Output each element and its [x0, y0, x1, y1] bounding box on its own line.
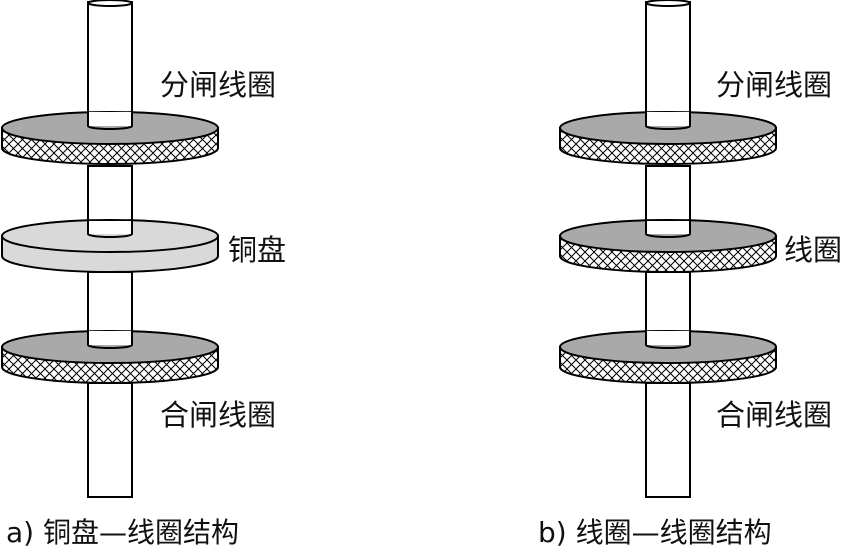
- panel-a-shaft-top: [87, 1, 133, 124]
- panel-b-opening-coil: [559, 111, 777, 165]
- panel-b-middle-coil: [559, 219, 777, 273]
- panel-b-coil-coil-structure: 分闸线圈 线圈 合闸线圈 b) 线圈—线圈结构: [538, 0, 842, 549]
- panel-a-shaft-bottom: [87, 382, 133, 498]
- panel-b-caption: b) 线圈—线圈结构: [538, 516, 772, 549]
- panel-b-closing-coil-label: 合闸线圈: [716, 398, 832, 432]
- panel-a-closing-coil-label: 合闸线圈: [160, 398, 276, 432]
- panel-a-caption: a) 铜盘—线圈结构: [6, 516, 239, 549]
- panel-b-shaft-top: [645, 1, 691, 124]
- panel-a-copper-disc-label: 铜盘: [228, 233, 286, 267]
- panel-b-shaft-bottom: [645, 382, 691, 498]
- panel-b-shaft-top-end: [645, 0, 691, 7]
- panel-b-middle-coil-label: 线圈: [784, 233, 842, 267]
- panel-a-opening-coil: [1, 111, 219, 165]
- panel-a-copper-disc-coil-structure: 分闸线圈 铜盘 合闸线圈 a) 铜盘—线圈结构: [0, 0, 286, 549]
- panel-a-copper-disc: [0, 219, 219, 273]
- panel-a-shaft-top-end: [87, 0, 133, 7]
- panel-b-opening-coil-label: 分闸线圈: [716, 68, 832, 102]
- panel-a-closing-coil: [0, 330, 219, 384]
- panel-b-closing-coil: [559, 330, 777, 384]
- panel-a-opening-coil-label: 分闸线圈: [160, 68, 276, 102]
